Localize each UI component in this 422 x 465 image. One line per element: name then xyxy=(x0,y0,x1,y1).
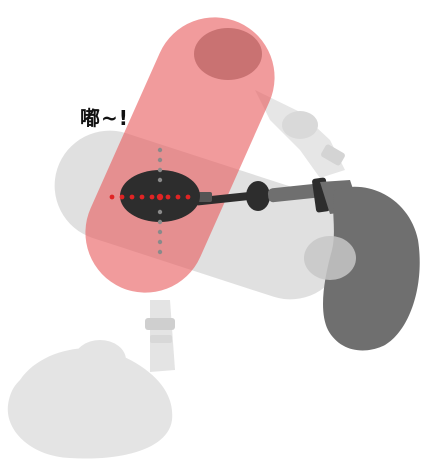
coil-target-line xyxy=(109,194,191,200)
ghost-operator-bottom xyxy=(7,300,175,459)
ghost-coil-top xyxy=(194,28,262,80)
sweep-highlight-red xyxy=(85,17,275,293)
detector-grip xyxy=(246,181,270,211)
coil-center-marker xyxy=(156,193,164,201)
detector-shaft xyxy=(195,181,321,211)
beep-sound-label: 嘟~! xyxy=(80,106,129,130)
coil-vertical-axis xyxy=(157,147,163,255)
ghost-operator-top xyxy=(255,90,345,178)
operator-silhouette xyxy=(304,177,420,351)
